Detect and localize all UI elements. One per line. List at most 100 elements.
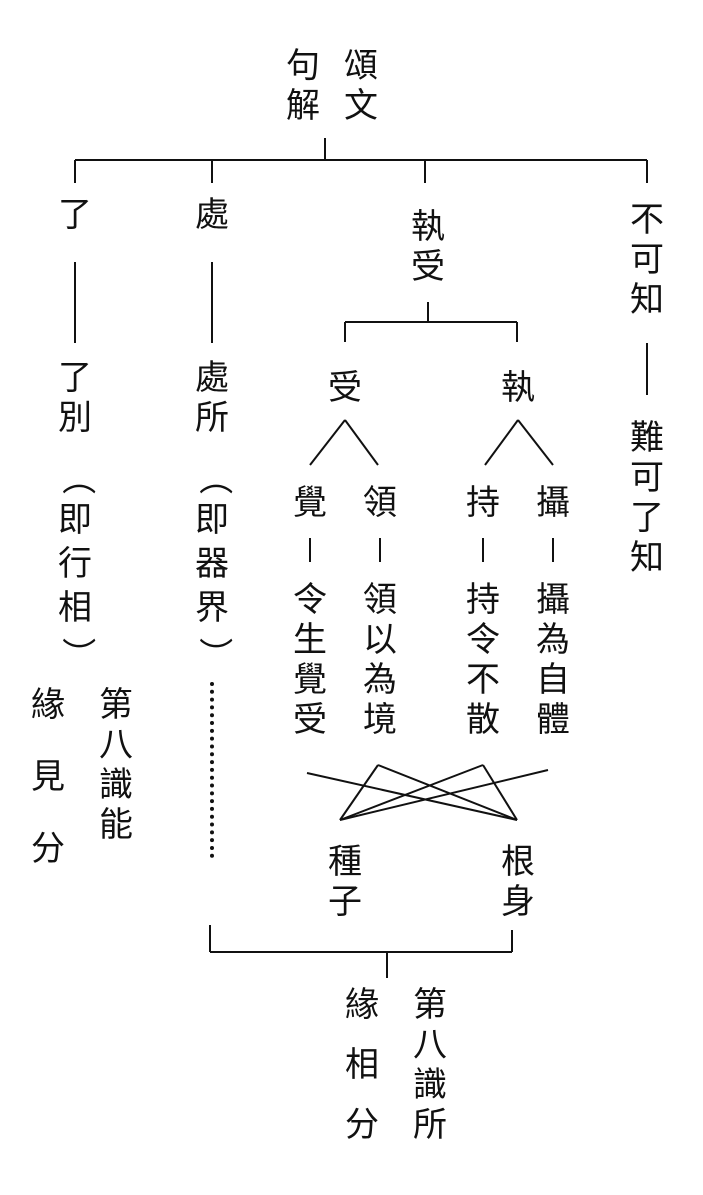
cross-chi-body <box>482 764 518 821</box>
glyph: 緣 <box>31 685 65 725</box>
branch-liao-term: 了別 <box>55 358 95 438</box>
glyph: 相 <box>58 588 92 628</box>
glyph: 令 <box>466 620 500 660</box>
glyph: 即 <box>195 500 229 540</box>
branch-bukezhi-head: 不可知 <box>627 200 667 320</box>
cross-chi-seeds <box>339 764 484 821</box>
glyph: 所 <box>413 1105 447 1145</box>
glyph: 能 <box>99 805 133 845</box>
zhi-head: 執 <box>498 368 538 408</box>
glyph: （ <box>57 461 97 495</box>
cross-she-seeds <box>339 769 549 821</box>
glyph: 知 <box>630 280 664 320</box>
glyph: 自 <box>536 660 570 700</box>
branch-chu-term: 處所 <box>192 358 232 438</box>
root-col-2: 頌文 <box>341 46 381 126</box>
left-label-eighth: 第八識能 <box>96 685 136 845</box>
glyph: 受 <box>328 368 362 408</box>
zhi-fork-right <box>517 419 554 466</box>
glyph: 八 <box>99 725 133 765</box>
chi-gloss: 持令不散 <box>463 580 503 740</box>
ling-term: 領 <box>360 483 400 523</box>
glyph: 生 <box>293 620 327 660</box>
bottom-label-yuan: 緣相分 <box>342 985 382 1165</box>
glyph: 器 <box>195 544 229 584</box>
glyph: 持 <box>466 580 500 620</box>
glyph: 不 <box>630 200 664 240</box>
glyph: 覺 <box>293 483 327 523</box>
glyph: 受 <box>411 247 445 287</box>
glyph: 持 <box>466 483 500 523</box>
glyph: 緣 <box>345 985 379 1025</box>
glyph: 句 <box>286 46 320 86</box>
glyph: 種 <box>328 842 362 882</box>
glyph: 了 <box>630 498 664 538</box>
glyph: 可 <box>630 240 664 280</box>
glyph: 了 <box>58 195 92 235</box>
zhi-fork-left <box>484 419 519 466</box>
glyph: 分 <box>31 829 65 869</box>
glyph: 身 <box>501 882 535 922</box>
glyph: 相 <box>345 1045 379 1085</box>
glyph: 受 <box>293 700 327 740</box>
shou-head: 受 <box>325 368 365 408</box>
object-seeds: 種子 <box>325 842 365 922</box>
branch-chu-head: 處 <box>192 195 232 235</box>
root-col-1: 句解 <box>283 46 323 126</box>
glyph: 知 <box>630 538 664 578</box>
glyph: 為 <box>536 620 570 660</box>
glyph: 識 <box>99 765 133 805</box>
glyph: 界 <box>195 588 229 628</box>
glyph: （ <box>194 461 234 495</box>
glyph: 即 <box>58 500 92 540</box>
glyph: 根 <box>501 842 535 882</box>
glyph: 體 <box>536 700 570 740</box>
chi-term: 持 <box>463 483 503 523</box>
glyph: ） <box>57 637 97 671</box>
glyph: 子 <box>328 882 362 922</box>
glyph: ） <box>194 637 234 671</box>
glyph: 行 <box>58 544 92 584</box>
cross-jue-body <box>306 772 518 821</box>
glyph: 了 <box>58 358 92 398</box>
jue-term: 覺 <box>290 483 330 523</box>
bottom-label-eighth: 第八識所 <box>410 985 450 1145</box>
glyph: 解 <box>286 86 320 126</box>
shou-fork-left <box>309 419 346 466</box>
glyph: 見 <box>31 757 65 797</box>
object-body: 根身 <box>498 842 538 922</box>
left-label-yuan: 緣見分 <box>28 685 68 901</box>
jue-gloss: 令生覺受 <box>290 580 330 740</box>
glyph: 可 <box>630 458 664 498</box>
cross-ling-seeds <box>339 764 379 821</box>
glyph: 識 <box>413 1065 447 1105</box>
glyph: 執 <box>411 207 445 247</box>
glyph: 覺 <box>293 660 327 700</box>
glyph: 別 <box>58 398 92 438</box>
branch-liao-head: 了 <box>55 195 95 235</box>
glyph: 攝 <box>536 580 570 620</box>
glyph: 為 <box>363 660 397 700</box>
glyph: 頌 <box>344 46 378 86</box>
glyph: 境 <box>363 700 397 740</box>
glyph: 第 <box>413 985 447 1025</box>
glyph: 領 <box>363 580 397 620</box>
glyph: 處 <box>195 358 229 398</box>
glyph: 第 <box>99 685 133 725</box>
glyph: 領 <box>363 483 397 523</box>
glyph: 以 <box>363 620 397 660</box>
glyph: 令 <box>293 580 327 620</box>
glyph: 執 <box>501 368 535 408</box>
dotted-continuation <box>210 682 214 858</box>
glyph: 所 <box>195 398 229 438</box>
she-gloss: 攝為自體 <box>533 580 573 740</box>
branch-bukezhi-gloss: 難可了知 <box>627 418 667 578</box>
glyph: 散 <box>466 700 500 740</box>
glyph: 攝 <box>536 483 570 523</box>
shou-fork-right <box>344 419 379 466</box>
ling-gloss: 領以為境 <box>360 580 400 740</box>
branch-liao-note: （ 即行相 ） <box>55 456 97 676</box>
glyph: 八 <box>413 1025 447 1065</box>
